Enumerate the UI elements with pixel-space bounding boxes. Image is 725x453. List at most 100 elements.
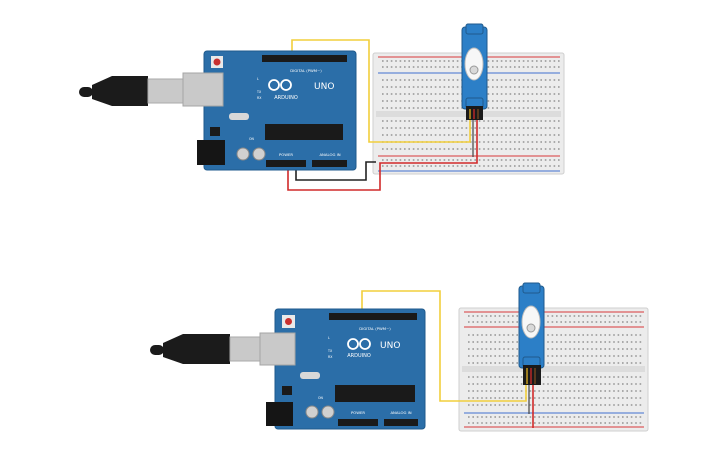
breadboard-hole bbox=[490, 397, 492, 399]
breadboard-hole bbox=[382, 60, 384, 62]
breadboard-2[interactable] bbox=[458, 307, 649, 432]
breadboard-hole bbox=[558, 148, 560, 150]
breadboard-hole bbox=[490, 355, 492, 357]
breadboard-hole bbox=[600, 362, 602, 364]
breadboard-hole bbox=[622, 355, 624, 357]
breadboard-hole bbox=[412, 107, 415, 109]
breadboard-hole bbox=[586, 348, 589, 350]
arduino-1-reset-button[interactable] bbox=[213, 58, 221, 66]
breadboard-hole bbox=[500, 86, 503, 88]
breadboard-hole bbox=[531, 66, 534, 68]
breadboard-hole bbox=[421, 66, 424, 68]
breadboard-hole bbox=[417, 159, 419, 161]
arduino-2-capacitor-b bbox=[321, 405, 335, 419]
ground-wire-1[interactable] bbox=[295, 161, 376, 181]
breadboard-hole bbox=[483, 120, 485, 122]
breadboard-hole bbox=[472, 390, 474, 392]
breadboard-hole bbox=[573, 397, 576, 399]
breadboard-hole bbox=[542, 390, 545, 392]
breadboard-hole bbox=[538, 397, 540, 399]
breadboard-hole bbox=[483, 165, 485, 167]
breadboard-hole bbox=[551, 315, 554, 317]
breadboard-hole bbox=[608, 348, 611, 350]
breadboard-hole bbox=[386, 93, 388, 95]
breadboard-hole bbox=[404, 86, 406, 88]
breadboard-hole bbox=[560, 376, 562, 378]
arduino-1-usb-port bbox=[182, 72, 224, 107]
breadboard-hole bbox=[604, 321, 606, 323]
breadboard-hole bbox=[630, 362, 633, 364]
breadboard-hole bbox=[476, 362, 479, 364]
servo-motor-icon[interactable] bbox=[461, 23, 488, 120]
breadboard-hole bbox=[382, 86, 384, 88]
breadboard-hole bbox=[490, 390, 492, 392]
servo-1-top-tab bbox=[465, 23, 484, 35]
arduino-1-analog-header bbox=[312, 160, 347, 167]
breadboard-hole bbox=[487, 120, 490, 122]
breadboard-hole bbox=[448, 120, 450, 122]
breadboard-hole bbox=[538, 404, 540, 406]
breadboard-hole bbox=[558, 60, 560, 62]
breadboard-hole bbox=[382, 165, 384, 167]
breadboard-hole bbox=[395, 120, 397, 122]
servo-2-top-tab bbox=[522, 282, 541, 294]
breadboard-hole bbox=[540, 120, 542, 122]
arduino-2-reset-button[interactable] bbox=[285, 318, 292, 325]
signal-wire-1[interactable] bbox=[291, 39, 471, 143]
breadboard-hole bbox=[560, 416, 562, 418]
breadboard-hole bbox=[439, 60, 441, 62]
breadboard-hole bbox=[522, 60, 525, 62]
breadboard-hole bbox=[626, 355, 628, 357]
breadboard-hole bbox=[485, 397, 488, 399]
servo-motor-icon[interactable] bbox=[518, 282, 545, 385]
usb-1-cord-end bbox=[79, 87, 93, 97]
breadboard-hole bbox=[553, 134, 556, 136]
breadboard-hole bbox=[639, 362, 642, 364]
breadboard-hole bbox=[426, 86, 428, 88]
breadboard-hole bbox=[514, 134, 516, 136]
breadboard-hole bbox=[514, 127, 516, 129]
breadboard-hole bbox=[635, 334, 637, 336]
breadboard-hole bbox=[518, 107, 520, 109]
power-wire-1[interactable] bbox=[287, 120, 478, 191]
breadboard-hole bbox=[483, 134, 485, 136]
breadboard-hole bbox=[490, 404, 492, 406]
arduino-1-capacitor-b bbox=[252, 147, 266, 161]
breadboard-hole bbox=[478, 148, 481, 150]
breadboard-hole bbox=[564, 321, 567, 323]
breadboard-hole bbox=[496, 159, 498, 161]
breadboard-hole bbox=[412, 120, 415, 122]
breadboard-hole bbox=[487, 159, 490, 161]
signal-wire-2[interactable] bbox=[361, 290, 527, 402]
breadboard-hole bbox=[507, 422, 510, 424]
arduino-2-power-jack bbox=[266, 402, 293, 426]
breadboard-hole bbox=[439, 165, 441, 167]
usb-cable-icon[interactable] bbox=[79, 76, 184, 106]
breadboard-hole bbox=[600, 404, 602, 406]
breadboard-hole bbox=[630, 422, 633, 424]
breadboard-hole bbox=[505, 159, 507, 161]
breadboard-hole bbox=[500, 127, 503, 129]
breadboard-hole bbox=[556, 383, 558, 385]
breadboard-hole bbox=[404, 66, 406, 68]
breadboard-hole bbox=[468, 397, 470, 399]
servo-1-horn bbox=[464, 47, 484, 81]
breadboard-hole bbox=[452, 93, 454, 95]
breadboard-hole bbox=[448, 127, 450, 129]
breadboard-hole bbox=[494, 376, 496, 378]
breadboard-hole bbox=[481, 422, 483, 424]
breadboard-hole bbox=[540, 60, 542, 62]
breadboard-hole bbox=[582, 376, 584, 378]
arduino-uno-board-1[interactable]: ARDUINO UNO DIGITAL (PWM~) POWER ANALOG … bbox=[182, 50, 357, 171]
breadboard-hole bbox=[443, 60, 446, 62]
breadboard-hole bbox=[472, 416, 474, 418]
usb-cable-icon[interactable] bbox=[150, 334, 267, 364]
breadboard-hole bbox=[500, 120, 503, 122]
breadboard-hole bbox=[613, 321, 615, 323]
breadboard-hole bbox=[399, 127, 402, 129]
arduino-uno-board-2[interactable]: ARDUINO UNO DIGITAL (PWM~) POWER ANALOG … bbox=[259, 308, 426, 430]
breadboard-hole bbox=[553, 100, 556, 102]
breadboard-hole bbox=[617, 422, 620, 424]
breadboard-hole bbox=[512, 362, 514, 364]
breadboard-hole bbox=[408, 60, 410, 62]
